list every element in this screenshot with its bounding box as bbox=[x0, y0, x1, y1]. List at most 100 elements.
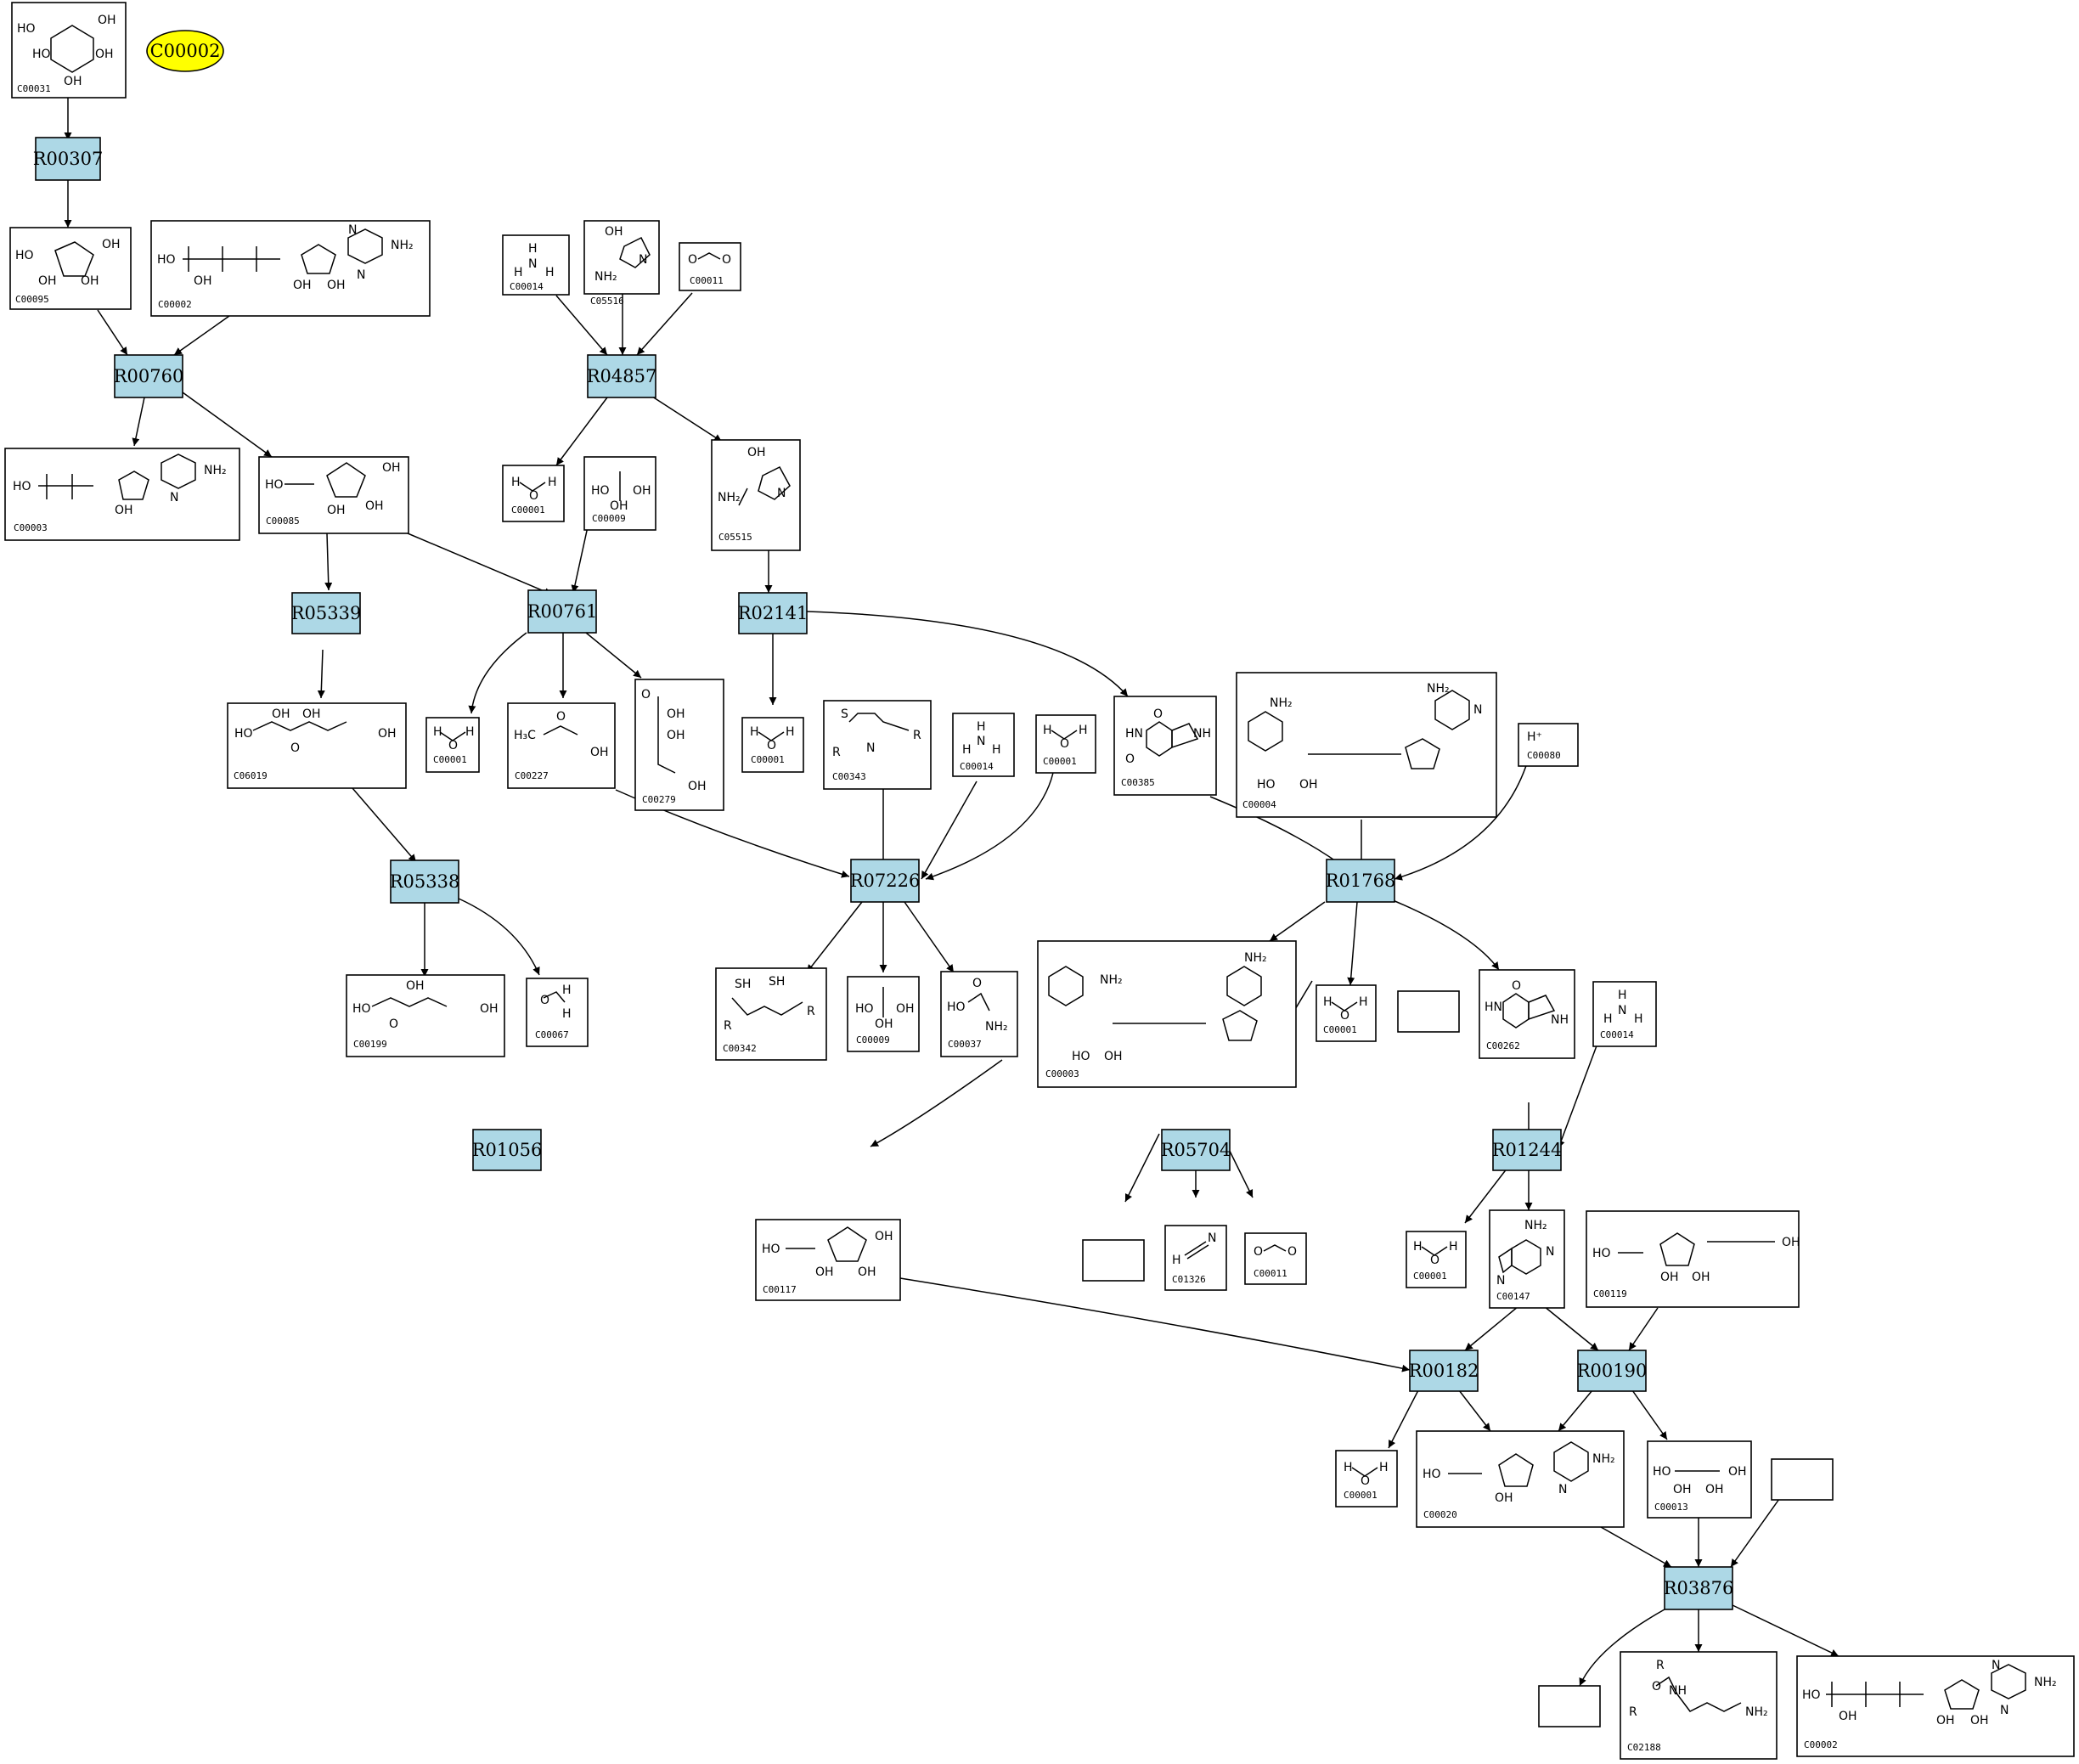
edge bbox=[97, 309, 128, 356]
compound-C00001-water[interactable]: H O H C00001 bbox=[741, 717, 804, 773]
compound-C00343[interactable]: S R N R C00343 bbox=[823, 700, 932, 790]
compound-C05516[interactable]: OH NH₂ N C05516 bbox=[583, 220, 660, 307]
atom-label: H bbox=[545, 266, 555, 279]
reaction-R07226[interactable]: R07226 bbox=[850, 859, 921, 903]
compound-C00067[interactable]: O H H C00067 bbox=[526, 978, 589, 1047]
compound-C00001-water[interactable]: H O H C00001 bbox=[1035, 714, 1096, 774]
compound-C06019[interactable]: HO OH OH O OH C06019 bbox=[227, 702, 407, 789]
atom-label: H bbox=[1634, 1012, 1643, 1026]
compound-C00014[interactable]: H N H H C00014 bbox=[502, 234, 570, 296]
compound-C00085[interactable]: HO OH OH OH C00085 bbox=[258, 456, 409, 534]
edge bbox=[324, 533, 333, 591]
compound-C00117[interactable]: HO OH OH OH C00117 bbox=[755, 1219, 901, 1301]
reaction-R00761[interactable]: R00761 bbox=[527, 589, 598, 634]
atom-label: N bbox=[1546, 1245, 1554, 1259]
reaction-R05338[interactable]: R05338 bbox=[390, 859, 460, 904]
reaction-R00760[interactable]: R00760 bbox=[114, 354, 184, 398]
atom-label: NH₂ bbox=[1100, 973, 1123, 987]
compound-C00262[interactable]: O HN NH C00262 bbox=[1479, 969, 1575, 1059]
reaction-R01768[interactable]: R01768 bbox=[1326, 859, 1396, 903]
compound-C00342[interactable]: SH SH R R C00342 bbox=[715, 967, 827, 1061]
reaction-label: R03876 bbox=[1664, 1578, 1734, 1598]
compound-id: C00119 bbox=[1593, 1288, 1627, 1299]
compound-id: C01326 bbox=[1172, 1274, 1206, 1285]
atom-label: OH bbox=[1705, 1483, 1724, 1496]
reaction-R04857[interactable]: R04857 bbox=[587, 354, 657, 398]
compound-C00001-water[interactable]: H O H C00001 bbox=[1316, 984, 1377, 1042]
atom-label: OH bbox=[480, 1002, 499, 1016]
empty-compound-node[interactable] bbox=[1538, 1685, 1601, 1727]
edge bbox=[806, 901, 863, 973]
compound-C00004-NADH[interactable]: NH₂ NH₂ N HO OH C00004 bbox=[1236, 672, 1497, 818]
compound-C00011[interactable]: O O C00011 bbox=[1244, 1232, 1307, 1285]
compound-C00014[interactable]: H N H H C00014 bbox=[1592, 981, 1657, 1047]
compound-id: C00227 bbox=[515, 770, 549, 781]
edge bbox=[1631, 1389, 1668, 1440]
reaction-R00182[interactable]: R00182 bbox=[1409, 1350, 1479, 1392]
atom-label: OH bbox=[272, 707, 290, 721]
reaction-R03876[interactable]: R03876 bbox=[1664, 1566, 1734, 1610]
compound-C00147[interactable]: NH₂ N N C00147 bbox=[1489, 1209, 1565, 1309]
compound-C00080[interactable]: H⁺ C00080 bbox=[1518, 723, 1579, 767]
atom-label: HO bbox=[234, 727, 253, 741]
compound-id: C00001 bbox=[1323, 1024, 1357, 1035]
compound-id: C00014 bbox=[1600, 1029, 1634, 1040]
compound-C00002-ATP[interactable]: HO OH OH OH NH₂ N N C00002 bbox=[1796, 1655, 2075, 1757]
compound-C00001-water[interactable]: H O H C00001 bbox=[1335, 1450, 1398, 1508]
compound-C00199[interactable]: HO OH O OH C00199 bbox=[346, 974, 505, 1057]
compound-C00009-phosphate[interactable]: HO OH OH C00009 bbox=[847, 976, 920, 1052]
atom-label: OH bbox=[875, 1230, 893, 1243]
edge bbox=[173, 315, 230, 356]
compound-C00095[interactable]: HO OH OH OH C00095 bbox=[9, 227, 132, 310]
empty-compound-node[interactable] bbox=[1771, 1458, 1834, 1501]
atom-label: OH bbox=[1782, 1236, 1800, 1249]
atom-label: NH bbox=[1551, 1013, 1569, 1027]
atom-label: OH bbox=[406, 979, 425, 993]
compound-C00002-ATP[interactable]: HO OH OH OH NH₂ N N C00002 bbox=[150, 220, 431, 317]
compound-C00003-NAD[interactable]: NH₂ NH₂ HO OH C00003 bbox=[1037, 940, 1297, 1088]
compound-id: C00004 bbox=[1242, 799, 1276, 810]
atom-label: OH bbox=[1936, 1714, 1955, 1727]
compound-C00119[interactable]: HO OH OH OH C00119 bbox=[1586, 1210, 1800, 1308]
atom-label: HO bbox=[1423, 1468, 1441, 1481]
compound-C00011[interactable]: O O C00011 bbox=[679, 242, 741, 291]
reaction-label: R00760 bbox=[114, 366, 184, 386]
compound-C00001-water[interactable]: H O H C00001 bbox=[425, 717, 480, 773]
reaction-R00307[interactable]: R00307 bbox=[33, 137, 104, 181]
compound-C00031[interactable]: HO OH HO OH OH C00031 bbox=[11, 2, 127, 99]
compound-C00385[interactable]: O HN NH O C00385 bbox=[1113, 696, 1217, 796]
atom-label: O bbox=[1125, 752, 1135, 766]
reaction-R01244[interactable]: R01244 bbox=[1492, 1129, 1563, 1171]
compound-C00037[interactable]: HO O NH₂ C00037 bbox=[940, 971, 1018, 1057]
atom-label: O bbox=[722, 253, 731, 267]
compound-C00279[interactable]: O OH OH OH C00279 bbox=[634, 679, 724, 811]
start-node[interactable]: C00002 bbox=[146, 30, 224, 72]
compound-C05515[interactable]: OH NH₂ N C05515 bbox=[711, 439, 801, 551]
atom-label: H bbox=[548, 476, 557, 489]
compound-C00003-NAD[interactable]: HO OH NH₂ N C00003 bbox=[4, 448, 240, 541]
compound-C01326[interactable]: H N C01326 bbox=[1164, 1225, 1227, 1291]
compound-C00013-diphosphate[interactable]: HO OH OH OH C00013 bbox=[1647, 1440, 1752, 1519]
reaction-R00190[interactable]: R00190 bbox=[1577, 1350, 1648, 1392]
compound-C00014[interactable]: H N H H C00014 bbox=[952, 713, 1015, 777]
compound-C00227[interactable]: H₃C O OH C00227 bbox=[507, 702, 616, 789]
empty-compound-node[interactable] bbox=[1397, 990, 1460, 1033]
reaction-R01056[interactable]: R01056 bbox=[472, 1129, 543, 1171]
reaction-R05704[interactable]: R05704 bbox=[1161, 1129, 1231, 1171]
compound-C00001-water[interactable]: H O H C00001 bbox=[1406, 1231, 1467, 1288]
compound-C00001-water[interactable]: H O H C00001 bbox=[502, 465, 565, 522]
empty-compound-node[interactable] bbox=[1082, 1239, 1145, 1282]
reaction-R05339[interactable]: R05339 bbox=[291, 592, 362, 634]
compound-C00009-phosphate[interactable]: HO OH OH C00009 bbox=[583, 456, 656, 531]
atom-label: O bbox=[1153, 707, 1163, 721]
atom-label: OH bbox=[1728, 1465, 1747, 1479]
compound-id: C00001 bbox=[1043, 756, 1077, 767]
edge bbox=[1730, 1498, 1780, 1568]
reaction-R02141[interactable]: R02141 bbox=[738, 592, 808, 634]
compound-C00020-AMP[interactable]: HO OH NH₂ N C00020 bbox=[1416, 1430, 1625, 1528]
compound-id: C00014 bbox=[960, 761, 994, 772]
compound-C02188[interactable]: R NH O R NH₂ C02188 bbox=[1620, 1651, 1778, 1760]
compound-id: C00011 bbox=[690, 275, 724, 286]
compound-id: C05516 bbox=[590, 296, 624, 307]
atom-label: HO bbox=[1653, 1465, 1671, 1479]
